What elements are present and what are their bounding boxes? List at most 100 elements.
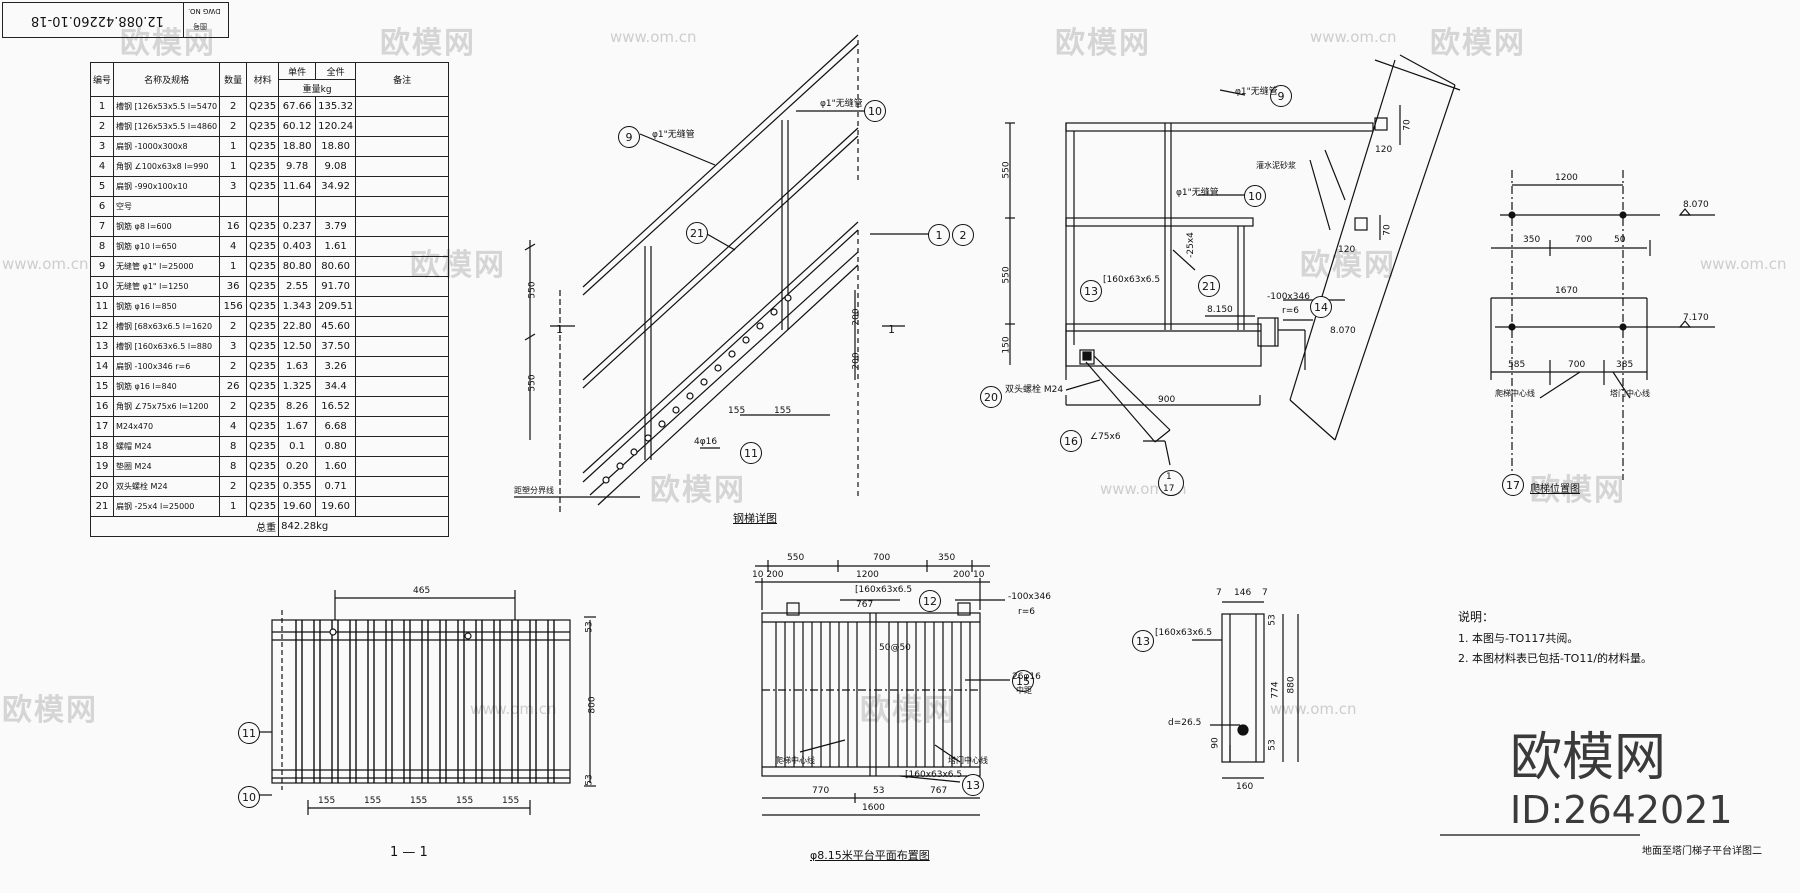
dim: 155 (728, 406, 746, 416)
dim: 770 (812, 786, 830, 796)
callout-12: 12 (919, 590, 941, 612)
label-hole: d=26.5 (1168, 718, 1202, 728)
section-mark: 1 (1166, 472, 1172, 482)
watermark-text: 欧模网 (2, 693, 98, 728)
callout-16: 16 (1060, 430, 1082, 452)
dim: 70 (1402, 119, 1413, 131)
watermark-url: www.om.cn (1310, 28, 1397, 46)
dim: 550 (527, 281, 538, 299)
dim: 50 (1614, 235, 1626, 245)
location-title: 爬梯位置图 (1530, 484, 1580, 495)
dim: 800 (587, 696, 598, 714)
label-pipe: φ1"无缝管 (652, 130, 695, 140)
watermark-text: 欧模网 (1530, 473, 1626, 508)
label-flat: -100x346 (1008, 592, 1051, 602)
label-flat: -100x346 (1267, 292, 1310, 302)
sheet-title: 地面至塔门梯子平台详图二 (1642, 846, 1762, 857)
dim: 550 (787, 553, 805, 563)
label-axis: 塔门中心线 (948, 756, 988, 765)
dim: 900 (1158, 395, 1176, 405)
callout-10: 10 (864, 100, 886, 122)
dim: 585 (1508, 360, 1526, 370)
label-axis: 塔门中心线 (1610, 389, 1650, 398)
callout-9b: 9 (1270, 85, 1292, 107)
note-1: 1. 本图与-TO117共阅。 (1458, 632, 1579, 645)
label-channel: [160x63x6.5 (905, 770, 963, 780)
dim: 120 (1338, 245, 1356, 255)
dim: 880 (1286, 676, 1297, 694)
label-r: r=6 (1282, 306, 1299, 316)
location-plan (1490, 170, 1715, 480)
dim: 155 (502, 796, 520, 806)
label-angle: ∠75x6 (1090, 432, 1121, 442)
dim: 53 (873, 786, 885, 796)
dim: 53 (1267, 614, 1278, 626)
table-cell: 8 (219, 436, 248, 457)
col-header: 名称及规格 (113, 62, 221, 97)
label-channel: [160x63x6.5 (1103, 275, 1161, 285)
callout-section-1-17 (1158, 470, 1184, 496)
dim: 1200 (1555, 173, 1578, 183)
dim: 53 (1267, 739, 1278, 751)
watermark-text: 欧模网 (380, 26, 476, 61)
label-base: 距塑分界线 (514, 486, 554, 495)
watermark-text: 欧模网 (120, 26, 216, 61)
dim: 350 (1523, 235, 1541, 245)
dim: 53 (584, 774, 595, 786)
watermark-url: www.om.cn (470, 700, 557, 718)
elevation-mark: 8.150 (1207, 305, 1233, 315)
dim: 155 (364, 796, 382, 806)
dim: 700 (1575, 235, 1593, 245)
callout-17: 17 (1502, 474, 1524, 496)
dim: 1670 (1555, 286, 1578, 296)
stair-detail (514, 34, 930, 512)
dim: 550 (527, 374, 538, 392)
dim: 155 (774, 406, 792, 416)
watermark-url: www.om.cn (610, 28, 697, 46)
dim: 1200 (856, 570, 879, 580)
plan-title: φ8.15米平台平面布置图 (810, 849, 930, 862)
note-2: 2. 本图材料表已包括-TO11/的材料量。 (1458, 652, 1653, 665)
callout-13: 13 (1080, 280, 1102, 302)
label-axis: 爬梯中心线 (1495, 389, 1535, 398)
dim: 53 (584, 621, 595, 633)
callout-1: 1 (928, 224, 950, 246)
dim: 550 (1001, 161, 1012, 179)
callout-10b: 10 (1244, 185, 1266, 207)
callout-21: 21 (686, 222, 708, 244)
label-channel: [160x63x6.5 (1155, 628, 1213, 638)
table-cell: 1 (219, 496, 248, 517)
watermark-text: 欧模网 (1055, 26, 1151, 61)
dim: 767 (930, 786, 948, 796)
dim: 200 (851, 352, 862, 370)
dim: 550 (1001, 266, 1012, 284)
callout-11: 11 (740, 442, 762, 464)
watermark-url: www.om.cn (1700, 255, 1787, 273)
callout-14: 14 (1310, 296, 1332, 318)
label-channel: [160x63x6.5 (855, 585, 913, 595)
section-mark: 17 (1163, 484, 1175, 494)
col-header: 备注 (355, 62, 450, 97)
label-pipe: φ1"无缝管 (1176, 188, 1219, 198)
dim: 774 (1270, 681, 1281, 699)
dim: 200 10 (953, 570, 985, 580)
platform-elevation (1005, 54, 1461, 466)
callout-10c: 10 (238, 786, 260, 808)
dim: 7 (1216, 588, 1222, 598)
elevation-mark: 7.170 (1683, 313, 1709, 323)
label-flat: -25x4 (1185, 232, 1196, 258)
dim: 465 (413, 586, 431, 596)
